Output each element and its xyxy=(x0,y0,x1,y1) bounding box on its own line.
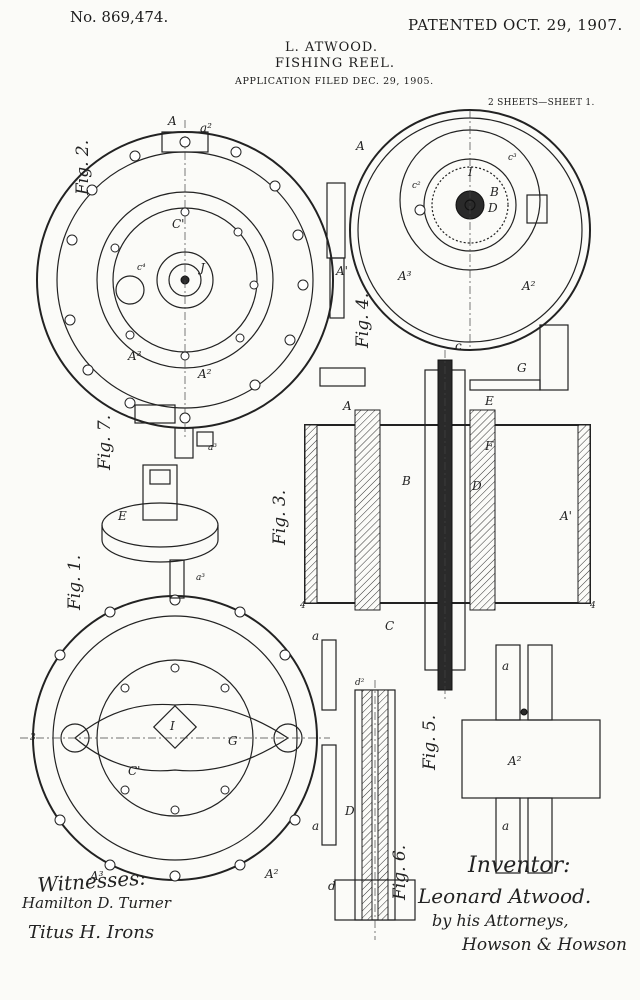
label-d2-fig6: d² xyxy=(355,678,365,688)
label-a2: a² xyxy=(200,121,212,135)
attorneys-signature: Howson & Howson xyxy=(461,935,627,955)
signatures: Witnesses: Hamilton D. Turner Titus H. I… xyxy=(21,853,627,955)
label-c2-fig4: c² xyxy=(412,181,421,191)
pillar-a-left-bottom xyxy=(322,745,336,845)
label-C-fig3: C xyxy=(385,619,394,633)
by-attorneys: by his Attorneys, xyxy=(432,911,569,930)
label-J: J xyxy=(197,261,206,275)
label-A: A xyxy=(167,114,177,128)
label-B-fig3: B xyxy=(401,474,411,488)
label-D-fig4: D xyxy=(487,201,498,215)
label-C1: C' xyxy=(172,217,184,231)
pillar-a-left-top xyxy=(322,640,336,710)
label-D-fig3: D xyxy=(471,479,482,493)
inventor-label: Inventor: xyxy=(467,853,571,878)
figure-1: Fig. 1. a³ G C' I 3 A² A³ xyxy=(20,555,330,883)
label-a3-fig1: a³ xyxy=(196,573,205,583)
label-a-fig5-top: a xyxy=(502,659,509,673)
fig-2-label: Fig. 2. xyxy=(73,140,93,196)
label-A-fig4: A xyxy=(355,139,365,153)
label-a3: a³ xyxy=(208,443,217,453)
label-I: I xyxy=(467,165,473,179)
label-D-fig6: D xyxy=(344,804,355,818)
figure-4: Fig. 4. A I B D c³ c² A³ A² xyxy=(350,110,590,350)
figure-2: Fig. 2. A a² C' c⁴ J A³ A² a³ xyxy=(37,114,333,458)
label-A2-fig4: A² xyxy=(521,279,536,293)
label-I-fig1: I xyxy=(169,719,175,733)
label-4-right: 4 xyxy=(589,601,596,611)
label-G-fig1: G xyxy=(228,734,238,748)
label-a-left-top: a xyxy=(312,629,319,643)
figure-3: Fig. 3. A B D E F G A' C c 4 4 xyxy=(270,325,596,700)
inventor-signature: Leonard Atwood. xyxy=(417,884,591,908)
label-B-fig4: B xyxy=(489,185,499,199)
witness-1: Hamilton D. Turner xyxy=(21,894,172,912)
fig-7-label: Fig. 7. xyxy=(95,415,115,471)
label-E-fig7: E xyxy=(117,509,127,523)
label-C1-fig1: C' xyxy=(128,764,140,778)
fig-6-label: Fig. 6. xyxy=(390,845,410,901)
label-a-left-bottom: a xyxy=(312,819,319,833)
fig-5-label: Fig. 5. xyxy=(420,715,440,771)
label-A2: A² xyxy=(197,367,212,381)
label-4-left: 4 xyxy=(299,601,306,611)
figure-7: Fig. 7. E xyxy=(95,415,218,562)
label-A1-fig3: A' xyxy=(559,509,572,523)
label-c-fig3: c xyxy=(455,339,462,353)
label-A1-top: A' xyxy=(335,264,348,278)
label-A2-fig5: A² xyxy=(507,754,522,768)
label-c4: c⁴ xyxy=(137,263,146,273)
witness-2: Titus H. Irons xyxy=(28,922,154,943)
fig-4-label: Fig. 4. xyxy=(353,293,373,349)
label-c3: c³ xyxy=(508,153,517,163)
label-A-fig3: A xyxy=(342,399,352,413)
label-E-fig3: E xyxy=(484,394,494,408)
label-A3: A³ xyxy=(127,349,142,363)
label-F-fig3: F xyxy=(484,439,494,453)
label-A2-fig1: A² xyxy=(264,867,279,881)
label-A3-fig4: A³ xyxy=(397,269,412,283)
label-d-fig6: d xyxy=(328,879,336,893)
label-G-fig3: G xyxy=(517,361,527,375)
figure-6: Fig. 6. D d² d xyxy=(328,678,415,940)
fig-3-label: Fig. 3. xyxy=(270,490,290,546)
fig-1-label: Fig. 1. xyxy=(65,555,85,611)
witnesses-label: Witnesses: xyxy=(37,865,147,897)
label-3-fig1: 3 xyxy=(30,733,36,743)
label-a-fig5-bottom: a xyxy=(502,819,509,833)
